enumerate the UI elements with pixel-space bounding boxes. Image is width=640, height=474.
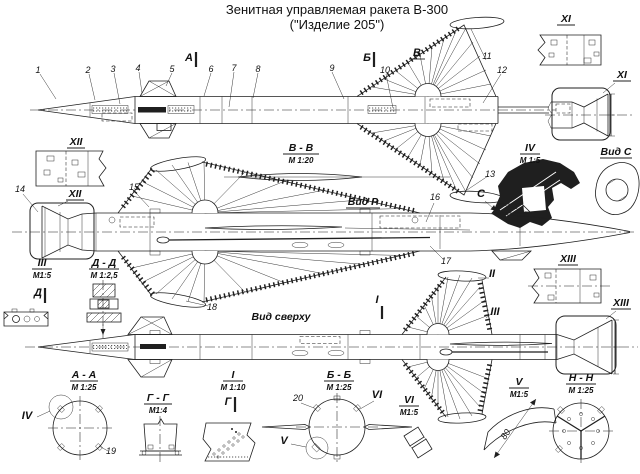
callout-6: 6: [208, 64, 213, 74]
callout-14: 14: [15, 184, 25, 194]
callout-20: 20: [292, 393, 303, 403]
section-hh: [549, 399, 613, 463]
detail-panel-xiii: [528, 268, 612, 304]
label-xi-panel: XI: [560, 13, 572, 25]
callout-8: 8: [255, 64, 260, 74]
callout-1: 1: [35, 65, 40, 75]
label-i-scale: М 1:10: [221, 383, 246, 392]
marker-vi: VI: [372, 389, 383, 401]
label-i: I: [232, 369, 236, 381]
callout-9: 9: [329, 63, 334, 73]
callout-19: 19: [106, 446, 116, 456]
label-iv-scale: М 1:5: [520, 156, 541, 165]
callout-3: 3: [110, 64, 115, 74]
label-hh: Н - Н: [569, 372, 594, 384]
section-markers: А Б В Д Г I II III IV V VI С: [22, 47, 501, 447]
marker-b: Б: [363, 52, 371, 64]
label-vid-r: Вид Р: [348, 196, 379, 208]
detail-boundary-xiii: [555, 315, 617, 375]
callout-13: 13: [485, 169, 495, 179]
label-xiii-boundary: XIII: [612, 297, 630, 309]
view-p: [12, 156, 636, 308]
callout-10: 10: [380, 65, 390, 75]
magnifier-circle-v: [305, 436, 329, 460]
label-vid-s: Вид С: [601, 146, 632, 158]
marker-iv: IV: [22, 410, 34, 422]
label-v-scale: М1:5: [510, 390, 529, 399]
callout-18: 18: [207, 302, 217, 312]
dimension-80: 80: [499, 427, 513, 441]
detail-panel-xii: [35, 150, 107, 187]
callout-15: 15: [129, 182, 140, 192]
marker-g: Г: [225, 396, 233, 408]
callout-2: 2: [84, 65, 90, 75]
label-xii-boundary: XII: [68, 188, 83, 200]
label-xiii-panel: XIII: [559, 253, 577, 265]
label-xii-panel: XII: [69, 136, 84, 148]
side-view: [30, 16, 556, 204]
marker-a: А: [184, 52, 193, 64]
label-dd: Д - Д: [91, 257, 117, 269]
callout-11: 11: [482, 51, 491, 61]
label-iii: III: [38, 257, 48, 269]
wing-airfoil-section: [224, 173, 450, 181]
detail-boundary-xi: [551, 87, 611, 141]
label-vi: VI: [404, 394, 415, 406]
top-view: [25, 270, 638, 424]
tail-section-iv: [545, 82, 632, 141]
detail-d-strip: [3, 308, 49, 327]
detail-panel-xi: [537, 34, 602, 66]
page-subtitle: ("Изделие 205"): [290, 17, 385, 32]
callout-4: 4: [135, 63, 140, 73]
label-aa: А - А: [71, 369, 97, 381]
detail-gg: [139, 416, 182, 465]
detail-dd-clamp: [86, 280, 122, 338]
label-xi-boundary: XI: [616, 69, 628, 81]
view-c-group: [484, 159, 640, 228]
detail-boundary-xii: [29, 202, 95, 260]
label-vv-scale: М 1:20: [289, 156, 314, 165]
section-bb: [261, 393, 413, 462]
callout-7: 7: [231, 63, 237, 73]
marker-d: Д: [33, 287, 42, 299]
detail-g-panel: [202, 422, 256, 462]
label-bb: Б - Б: [327, 369, 352, 381]
callouts: 1 2 3 4 5 6 7 8 9 10 11 12 13 14 15 16 1…: [15, 28, 507, 456]
callout-5: 5: [169, 64, 175, 74]
marker-s: С: [477, 188, 486, 200]
marker-i: I: [375, 294, 379, 306]
marker-v-roman: V: [280, 435, 289, 447]
marker-v: В: [413, 47, 421, 59]
title-block: Зенитная управляемая ракета В-300 ("Изде…: [226, 2, 448, 32]
label-hh-scale: М 1:25: [569, 386, 594, 395]
view-labels: В - В М 1:20 Вид Р Вид С Вид сверху IV М…: [32, 13, 632, 441]
label-dd-scale: М 1:2,5: [90, 271, 118, 280]
section-aa: [36, 394, 112, 461]
label-gg-scale: М1:4: [149, 406, 168, 415]
callout-12: 12: [497, 65, 507, 75]
label-gg: Г - Г: [147, 392, 170, 404]
callout-17: 17: [441, 256, 452, 266]
page-title: Зенитная управляемая ракета В-300: [226, 2, 448, 17]
label-bb-scale: М 1:25: [327, 383, 352, 392]
label-vid-sverhu: Вид сверху: [252, 311, 312, 323]
label-iv: IV: [525, 142, 536, 154]
magnifier-circle-iv: [48, 394, 74, 420]
label-vi-scale: М1:5: [400, 408, 419, 417]
label-vv: В - В: [289, 142, 314, 154]
label-v: V: [515, 376, 523, 388]
label-aa-scale: М 1:25: [72, 383, 97, 392]
detail-v-flare: [483, 398, 557, 459]
marker-ii: II: [489, 268, 496, 280]
detail-vi-bracket: [403, 426, 433, 459]
label-iii-scale: М1:5: [33, 271, 52, 280]
callout-16: 16: [430, 192, 440, 202]
marker-iii: III: [490, 306, 500, 318]
